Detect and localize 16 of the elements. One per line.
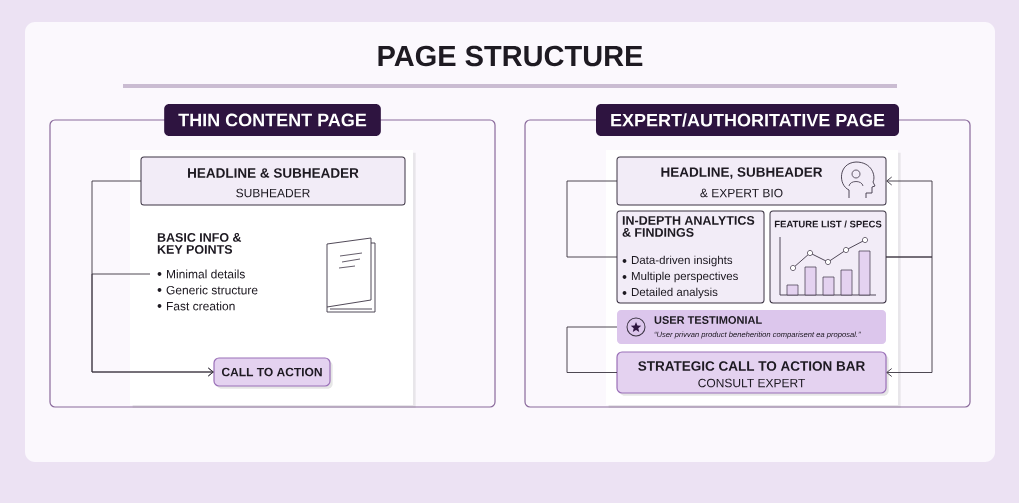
bullet-item: Generic structure [157,285,258,295]
connector [566,326,618,373]
connector [885,176,933,258]
heading: BASIC INFO & KEY POINTS [157,233,242,254]
connector [91,273,214,377]
call-to-action-bar: STRATEGIC CALL TO ACTION BAR CONSULT EXPERT [616,351,889,396]
headline-box: HEADLINE & SUBHEADER SUBHEADER [140,156,406,206]
analytics-box: IN-DEPTH ANALYTICS & FINDINGS Data-driven insights Multiple perspectives Detailed analysis [616,210,765,304]
connector [885,256,933,377]
node-text: BASIC INFO & KEY POINTS Minimal details Generic structure Fast creation [157,233,258,311]
call-to-action-button: CALL TO ACTION [213,357,333,389]
headline-box: HEADLINE, SUBHEADER & EXPERT BIO [616,156,887,206]
bullet-item: Minimal details [157,269,245,279]
bullet-item: Fast creation [157,301,235,311]
connector [566,180,618,258]
title: PAGE STRUCTURE [378,45,643,67]
